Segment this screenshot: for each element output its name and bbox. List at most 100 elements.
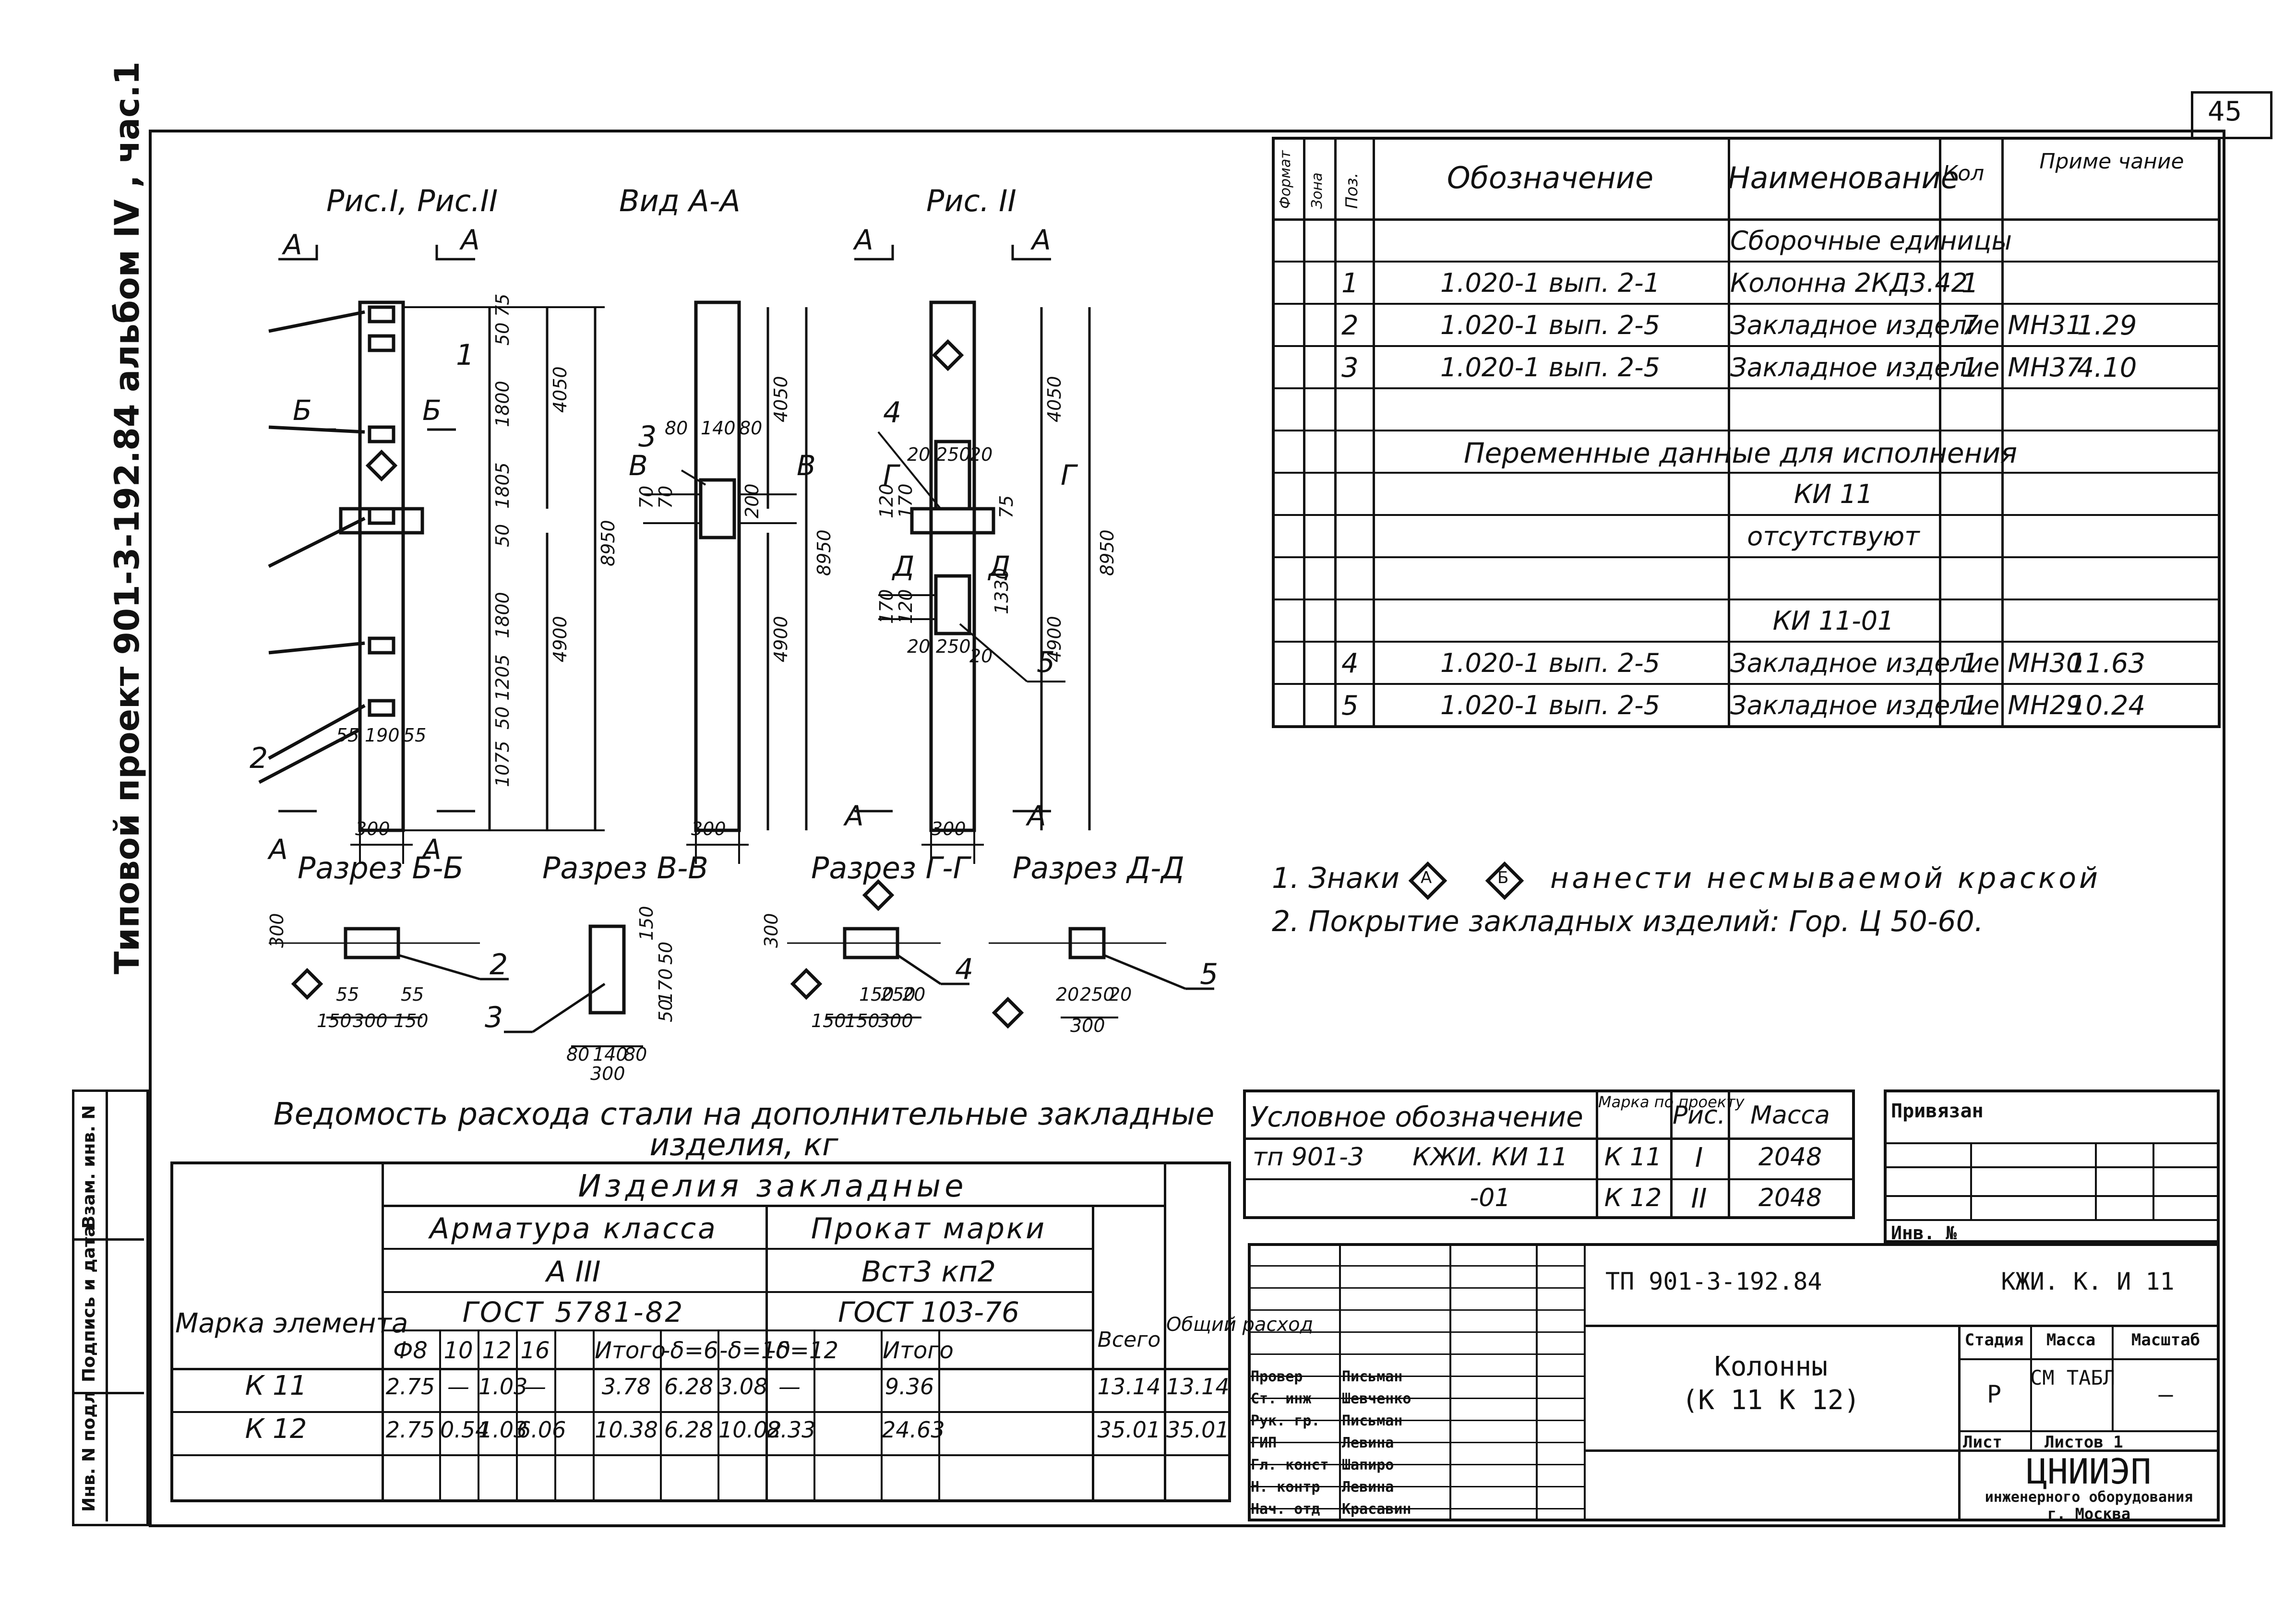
dim-section: 20: [902, 984, 925, 1005]
dim-main: 1805: [492, 462, 513, 509]
steel-subheader: 16: [520, 1337, 550, 1364]
steel-armatura-gost: ГОСТ 5781-82: [462, 1296, 685, 1329]
dim-view: 4050: [770, 376, 791, 422]
spec-row-name: Сборочные единицы: [1730, 226, 2012, 256]
grid-line: [1728, 1089, 1730, 1219]
dim-main: 55: [403, 725, 426, 746]
dim-view: 80: [665, 418, 688, 439]
steel-row-value: 6.06: [517, 1417, 566, 1443]
callout-number: 2: [490, 948, 508, 982]
dim-fig3: 250: [936, 444, 971, 465]
callout-number: 2: [250, 742, 268, 775]
steel-row-value: —: [524, 1374, 546, 1400]
section-bb-title: Разрез Б-Б: [298, 850, 464, 886]
section-letter: Г: [883, 459, 901, 491]
dim-view: 4900: [770, 616, 791, 662]
grid-line: [1272, 556, 2220, 558]
cond-row-mark: К 11: [1604, 1143, 1662, 1172]
grid-line: [170, 1411, 1231, 1413]
spec-row-qty: 1: [1961, 648, 1979, 679]
sheet-number-box: [2191, 91, 2272, 139]
dim-view: 8950: [813, 529, 835, 576]
grid-line: [1248, 1265, 1584, 1267]
steel-col-total: Всего: [1097, 1328, 1161, 1352]
grid-line: [1164, 1161, 1166, 1502]
grid-line: [382, 1248, 1092, 1250]
spec-row-variable-heading: Переменные данные для исполнения: [1464, 437, 2018, 469]
dim-fig3: 4050: [1044, 376, 1065, 422]
dim-section: 150: [845, 1010, 880, 1031]
spec-row-code: 1.020-1 вып. 2-5: [1440, 352, 1660, 383]
dim-view: 70: [655, 486, 676, 509]
dim-fig3: 120: [895, 589, 916, 624]
grid-line: [1884, 1219, 2220, 1221]
spec-row-name: Закладное изделие МН30: [1730, 648, 2083, 678]
grid-line: [1248, 1309, 1584, 1311]
grid-line: [1272, 683, 2220, 685]
dim-section: 55: [336, 984, 359, 1005]
dim-fig3-width: 300: [931, 818, 966, 839]
section-letter: Д: [987, 550, 1010, 583]
dim-view: 70: [636, 486, 657, 509]
title-block-mass: СМ ТАБЛ: [2030, 1366, 2116, 1389]
steel-row-value: 2.75: [385, 1374, 435, 1400]
grid-line: [1272, 514, 2220, 516]
grid-line: [1272, 218, 2220, 221]
dim-fig3: 170: [895, 483, 916, 518]
note-1-symbol-b: Б: [1497, 868, 1509, 887]
grid-line: [1584, 1243, 1586, 1521]
spec-row-name: Закладное изделие МН29: [1730, 690, 2083, 720]
section-letter: Б: [422, 394, 442, 427]
section-dd-title: Разрез Д-Д: [1013, 850, 1184, 886]
grid-line: [1243, 1137, 1855, 1140]
dim-section: 80: [624, 1044, 647, 1065]
grid-line: [1248, 1331, 1584, 1333]
grid-line: [938, 1329, 940, 1502]
signature-name: Шапиро: [1342, 1456, 1394, 1473]
grid-line: [1272, 303, 2220, 305]
grid-line: [1272, 641, 2220, 643]
steel-row-value: 3.78: [601, 1374, 651, 1400]
steel-row-total: 13.14: [1097, 1374, 1161, 1400]
title-block-org: ЦНИИЭП: [2026, 1451, 2152, 1492]
grid-line: [382, 1291, 1092, 1293]
grid-line: [1248, 1508, 1584, 1510]
grid-line: [1248, 1420, 1584, 1422]
spec-row-qty: 7: [1961, 310, 1979, 341]
grid-line: [554, 1329, 556, 1502]
dim-section: 300: [353, 1010, 388, 1031]
grid-line: [1243, 1178, 1855, 1180]
grid-line: [1958, 1449, 2220, 1451]
grid-line: [1272, 261, 2220, 263]
steel-row-value: 10.02: [718, 1417, 782, 1443]
spec-row-pos: 2: [1341, 310, 1359, 341]
dim-main: 1800: [492, 381, 513, 427]
grid-line: [516, 1329, 518, 1502]
dim-fig3: 8950: [1097, 529, 1118, 576]
grid-line: [1248, 1486, 1584, 1488]
title-block-code: ТП 901-3-192.84: [1605, 1268, 1822, 1295]
section-letter: Г: [1061, 459, 1078, 491]
steel-subheader: 10: [443, 1337, 473, 1364]
dim-view-width: 300: [691, 818, 726, 839]
steel-subheader: -δ=10: [719, 1337, 790, 1364]
fig-3-title: Рис. II: [926, 183, 1016, 218]
steel-subheader: 12: [482, 1337, 512, 1364]
signature-role: Рук. гр.: [1251, 1412, 1320, 1429]
steel-row-value: —: [778, 1374, 801, 1400]
dim-fig3: 4900: [1044, 616, 1065, 662]
callout-number: 4: [883, 396, 901, 430]
section-letter: В: [629, 449, 648, 482]
signature-name: Красавин: [1342, 1500, 1411, 1518]
dim-fig3: 20: [907, 636, 930, 657]
steel-row-value: 9.36: [885, 1374, 934, 1400]
spec-row-code: 1.020-1 вып. 2-5: [1440, 648, 1660, 678]
dim-main: 75: [492, 294, 513, 317]
grid-line: [382, 1329, 1092, 1331]
drawing-frame: [149, 130, 2225, 1527]
dim-fig3: 250: [936, 636, 971, 657]
dim-main: 8950: [598, 520, 619, 566]
grid-line: [2112, 1325, 2114, 1430]
grid-line: [1884, 1142, 2220, 1144]
sheet-number: 45: [2208, 96, 2242, 127]
